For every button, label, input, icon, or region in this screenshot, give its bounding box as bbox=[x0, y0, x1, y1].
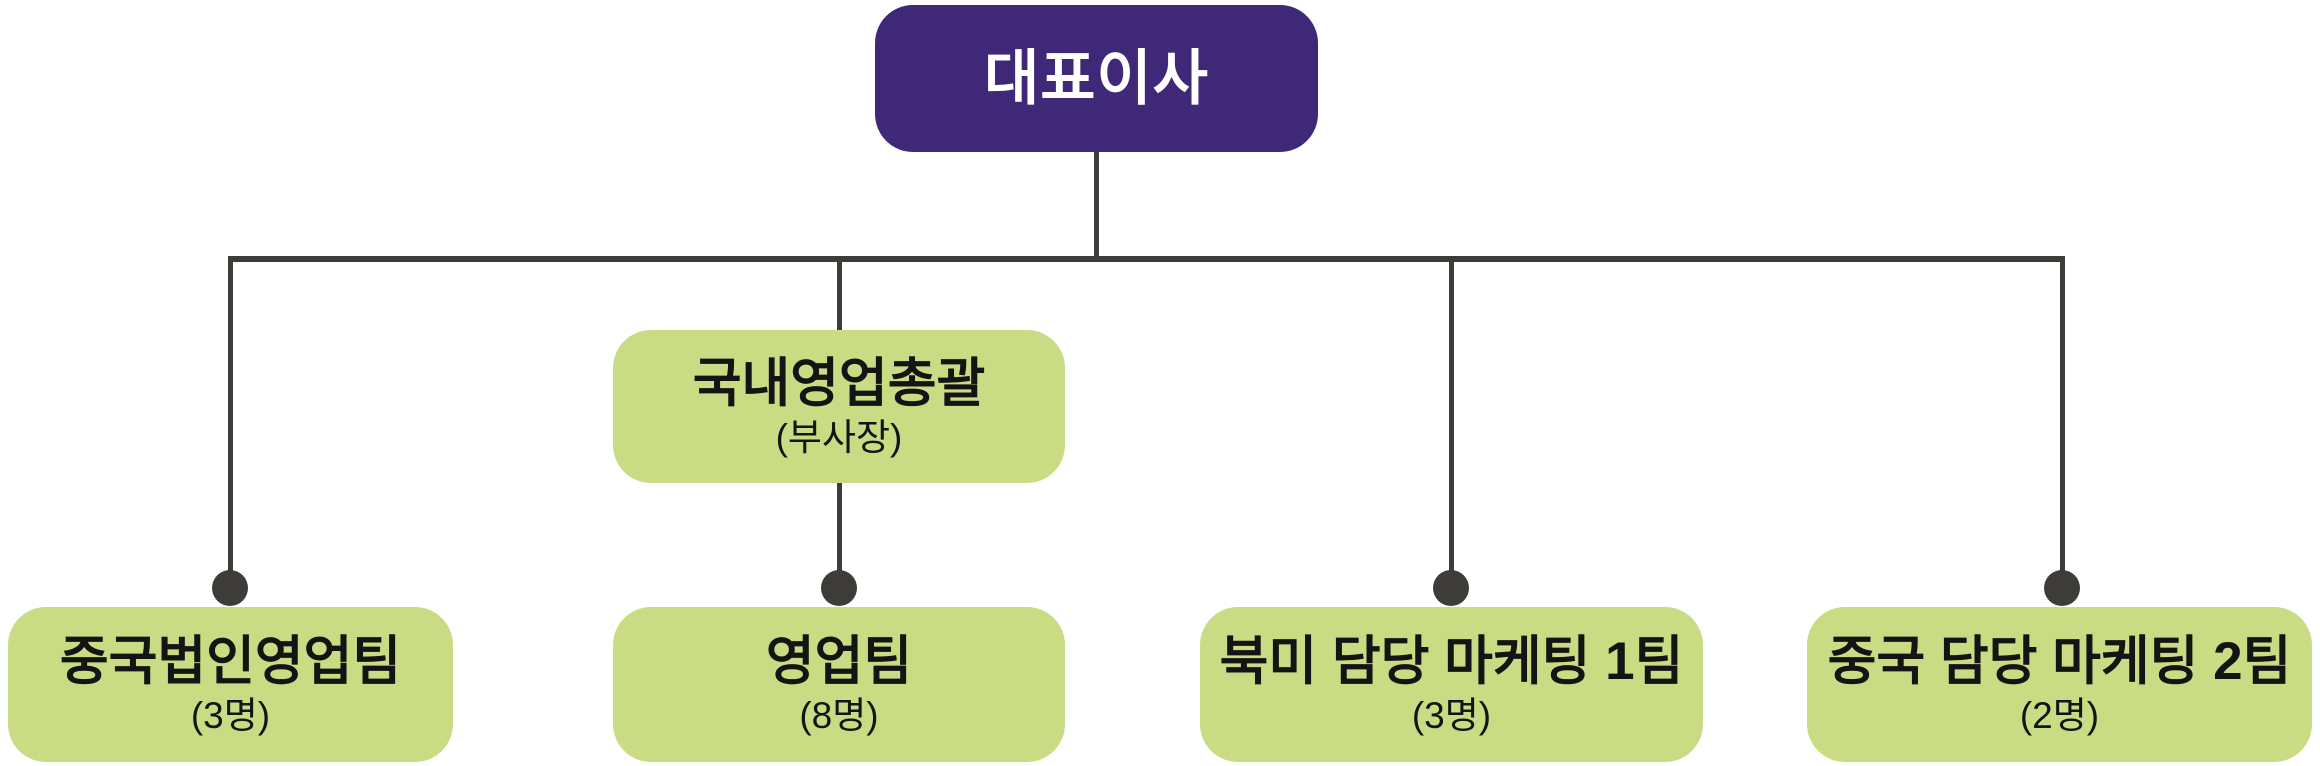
org-node-domestic-sales-head-title: 국내영업총괄 bbox=[692, 354, 986, 414]
connector-dot-team2 bbox=[821, 570, 857, 606]
org-node-na-marketing-team1-title: 북미 담당 마케팅 1팀 bbox=[1219, 632, 1684, 692]
org-node-ceo-title: 대표이사 bbox=[984, 44, 1209, 112]
org-node-china-marketing-team2: 중국 담당 마케팅 2팀 (2명) bbox=[1807, 607, 2312, 762]
connector-horizontal-bar bbox=[228, 256, 2065, 262]
org-node-domestic-sales-head: 국내영업총괄 (부사장) bbox=[613, 330, 1065, 483]
connector-drop-middle bbox=[837, 256, 842, 332]
connector-drop-team3 bbox=[1449, 256, 1454, 576]
org-node-sales-team-title: 영업팀 bbox=[765, 632, 913, 692]
org-node-china-marketing-team2-title: 중국 담당 마케팅 2팀 bbox=[1827, 632, 2292, 692]
org-node-domestic-sales-head-subtitle: (부사장) bbox=[775, 417, 903, 459]
connector-dot-team3 bbox=[1433, 570, 1469, 606]
org-node-china-corp-sales-team: 중국법인영업팀 (3명) bbox=[8, 607, 453, 762]
connector-root-stem bbox=[1094, 150, 1099, 260]
connector-dot-team4 bbox=[2044, 570, 2080, 606]
connector-drop-team1 bbox=[228, 256, 233, 576]
org-node-na-marketing-team1: 북미 담당 마케팅 1팀 (3명) bbox=[1200, 607, 1703, 762]
org-node-china-marketing-team2-headcount: (2명) bbox=[2019, 695, 2100, 737]
org-node-ceo: 대표이사 bbox=[875, 5, 1318, 152]
connector-drop-team4 bbox=[2060, 256, 2065, 576]
connector-drop-team2 bbox=[837, 483, 842, 576]
org-node-na-marketing-team1-headcount: (3명) bbox=[1411, 695, 1492, 737]
connector-dot-team1 bbox=[212, 570, 248, 606]
org-node-sales-team: 영업팀 (8명) bbox=[613, 607, 1065, 762]
org-node-sales-team-headcount: (8명) bbox=[799, 695, 879, 737]
org-node-china-corp-sales-team-title: 중국법인영업팀 bbox=[59, 632, 402, 692]
org-node-china-corp-sales-team-headcount: (3명) bbox=[190, 695, 271, 737]
